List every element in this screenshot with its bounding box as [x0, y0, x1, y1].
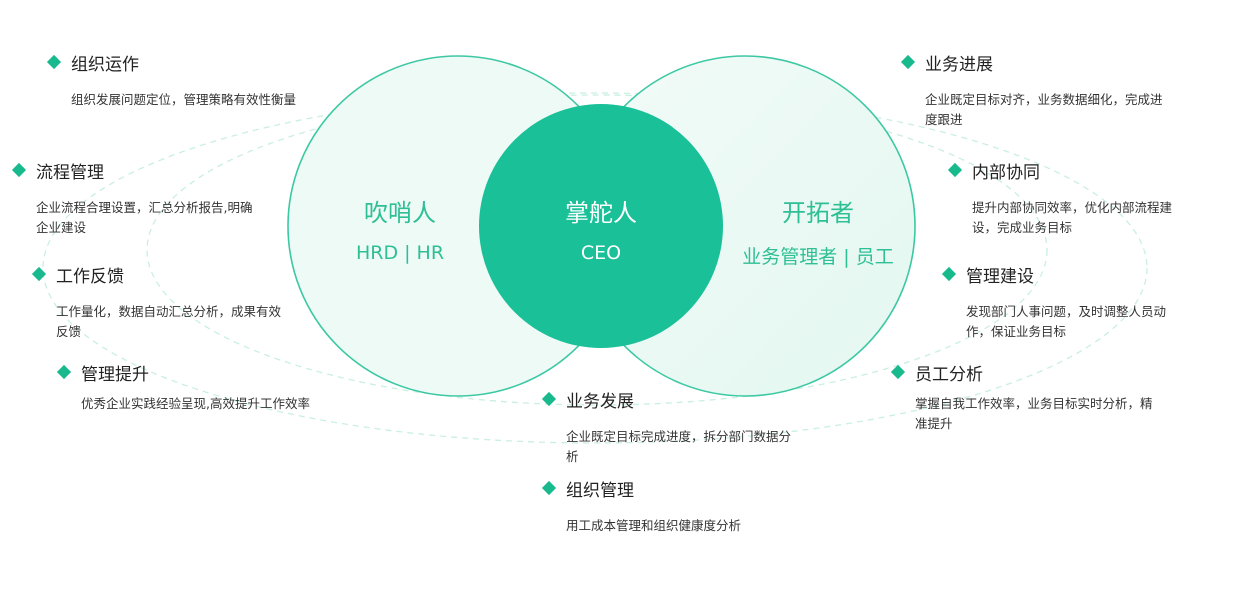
right-role: 开拓者 业务管理者 | 员工: [728, 193, 908, 269]
feature-title: 管理建设: [966, 266, 1034, 287]
outer-dashed-orbit: [42, 92, 1148, 444]
left-role-title: 吹哨人: [364, 199, 436, 227]
center-circle: [479, 104, 723, 348]
diamond-icon: [11, 162, 27, 178]
feature-item: 内部协同 提升内部协同效率，优化内部流程建设，完成业务目标: [947, 158, 1180, 238]
feature-desc: 企业流程合理设置，汇总分析报告,明确企业建设: [36, 200, 253, 235]
feature-item: 组织运作 组织发展问题定位，管理策略有效性衡量: [46, 50, 309, 110]
feature-item: 流程管理 企业流程合理设置，汇总分析报告,明确企业建设: [11, 158, 264, 238]
diamond-icon: [541, 480, 557, 496]
center-role: 掌舵人 CEO: [531, 193, 671, 264]
feature-title: 员工分析: [915, 364, 983, 385]
diamond-icon: [56, 364, 72, 380]
feature-item: 组织管理 用工成本管理和组织健康度分析: [541, 476, 804, 536]
feature-item: 业务进展 企业既定目标对齐，业务数据细化，完成进度跟进: [900, 50, 1173, 130]
diamond-icon: [46, 54, 62, 70]
feature-title: 管理提升: [81, 364, 149, 385]
feature-title: 工作反馈: [56, 266, 124, 287]
feature-desc: 企业既定目标对齐，业务数据细化，完成进度跟进: [925, 92, 1163, 127]
feature-item: 管理建设 发现部门人事问题，及时调整人员动作，保证业务目标: [941, 262, 1174, 342]
diamond-icon: [890, 364, 906, 380]
feature-title: 流程管理: [36, 162, 104, 183]
right-role-title: 开拓者: [782, 199, 854, 227]
diamond-icon: [947, 162, 963, 178]
feature-desc: 发现部门人事问题，及时调整人员动作，保证业务目标: [966, 304, 1167, 339]
feature-item: 员工分析 掌握自我工作效率，业务目标实时分析，精准提升: [890, 360, 1163, 434]
feature-title: 组织运作: [71, 54, 139, 75]
feature-title: 内部协同: [972, 162, 1040, 183]
diamond-icon: [941, 266, 957, 282]
feature-desc: 企业既定目标完成进度，拆分部门数据分析: [566, 429, 792, 464]
feature-item: 工作反馈 工作量化，数据自动汇总分析，成果有效反馈: [31, 262, 284, 342]
feature-desc: 优秀企业实践经验呈现,高效提升工作效率: [81, 396, 310, 411]
center-role-title: 掌舵人: [565, 199, 637, 227]
feature-desc: 工作量化，数据自动汇总分析，成果有效反馈: [56, 304, 282, 339]
feature-desc: 组织发展问题定位，管理策略有效性衡量: [71, 92, 297, 107]
right-role-sub: 业务管理者 | 员工: [742, 246, 894, 268]
center-role-sub: CEO: [580, 242, 622, 264]
left-role: 吹哨人 HRD | HR: [330, 193, 470, 264]
diamond-icon: [541, 391, 557, 407]
inner-dashed-orbit: [146, 94, 1048, 406]
feature-title: 业务发展: [566, 391, 634, 412]
feature-title: 业务进展: [925, 54, 993, 75]
feature-title: 组织管理: [566, 480, 634, 501]
diamond-icon: [900, 54, 916, 70]
left-role-sub: HRD | HR: [355, 242, 445, 264]
feature-desc: 掌握自我工作效率，业务目标实时分析，精准提升: [915, 396, 1153, 431]
feature-desc: 用工成本管理和组织健康度分析: [566, 518, 742, 533]
diamond-icon: [31, 266, 47, 282]
feature-item: 管理提升 优秀企业实践经验呈现,高效提升工作效率: [56, 360, 359, 414]
feature-item: 业务发展 企业既定目标完成进度，拆分部门数据分析: [541, 387, 794, 467]
feature-desc: 提升内部协同效率，优化内部流程建设，完成业务目标: [972, 200, 1173, 235]
